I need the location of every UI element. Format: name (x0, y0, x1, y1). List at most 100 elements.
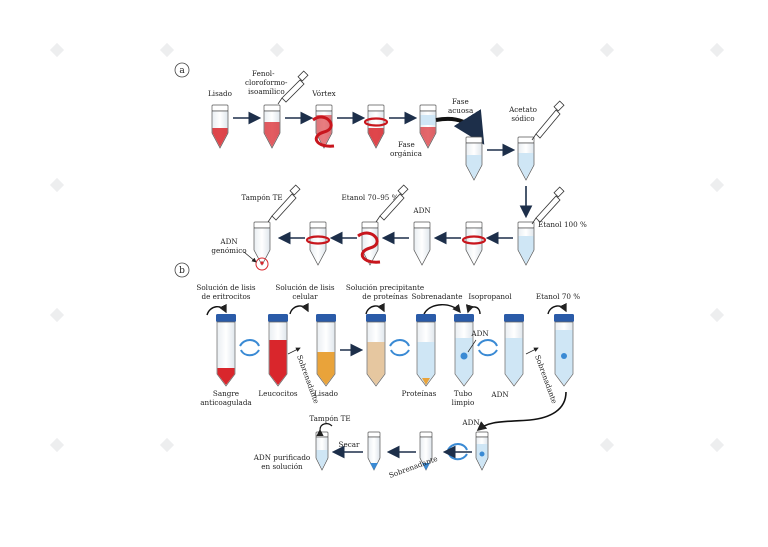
label-lisado-b: Lisado (314, 389, 338, 398)
watermark-pattern (49, 42, 725, 453)
label-fenol-1: Fenol- (252, 69, 275, 78)
vortex-swirl-icon (312, 115, 335, 148)
label-adn-purif-1: ADN purificado (253, 453, 311, 462)
pipette-icon (375, 184, 409, 223)
tube-sangre (216, 314, 236, 387)
panel-b-badge-circle (174, 262, 190, 278)
tube-acetato (517, 136, 535, 181)
tube-fenol (263, 104, 281, 149)
label-proteinas: Proteínas (402, 389, 437, 398)
pipette-icon (531, 186, 565, 225)
tube-lisado-b (316, 314, 336, 387)
panel-a-badge: a (179, 66, 185, 76)
tube-centrifuge (363, 104, 389, 149)
tube-precipitado (366, 314, 386, 387)
pipette-icon (531, 100, 565, 141)
panel-b: b Solución de lisis de eritrocitos Soluc… (174, 262, 580, 480)
tube-dry (367, 431, 381, 471)
label-fase-acuosa-1: Fase (452, 97, 469, 106)
arrow-pour-6 (547, 302, 567, 315)
label-sol-lisis-eritro-2: de eritrocitos (201, 292, 250, 301)
label-etanol-70-95: Etanol 70–95 % (342, 193, 399, 202)
arrow-pour-4 (423, 303, 461, 315)
label-sobrenadante-top: Sobrenadante (411, 292, 462, 301)
label-adn-genomico-1: ADN (219, 237, 237, 246)
tube-lisado (211, 104, 229, 149)
label-tampon-te-b: Tampón TE (309, 414, 350, 423)
pointer-adn-mid (467, 339, 477, 353)
label-etanol-100: Etanol 100 % (538, 220, 587, 229)
label-tubo-1: Tubo (454, 389, 472, 398)
label-lisado: Lisado (208, 89, 232, 98)
tube-leucocitos (268, 314, 288, 387)
label-fase-acuosa-2: acuosa (448, 106, 474, 115)
label-fase-organica-1: Fase (398, 140, 415, 149)
tube-etanol-70 (554, 314, 574, 387)
label-sol-lisis-eritro-1: Solución de lisis (196, 283, 255, 292)
label-sangre-1: Sangre (213, 389, 239, 398)
vortex-swirl-icon (357, 231, 381, 264)
label-sol-precip-2: de proteínas (362, 292, 408, 301)
label-sobrenadante-rot3: Sobrenadante (388, 454, 439, 480)
label-isopropanol: Isopropanol (468, 292, 512, 301)
tube-centrifuge-2 (461, 221, 487, 266)
tube-aqueous (465, 136, 483, 181)
dna-clump-icon (479, 451, 485, 457)
label-etanol-70: Etanol 70 % (536, 292, 580, 301)
label-tampon-te-a: Tampón TE (241, 193, 282, 202)
panel-a-badge-circle (174, 62, 190, 78)
arrow-pour-te (316, 423, 333, 437)
tube-etanol-100 (517, 221, 535, 266)
rotation-ring-icon (305, 235, 331, 245)
label-adn-lower: ADN (461, 418, 479, 427)
tube-pellet (419, 431, 433, 471)
tube-adn-b (504, 314, 524, 387)
dna-clump-icon (561, 353, 567, 359)
label-adn-mid: ADN (470, 329, 488, 338)
arrow-pour-2 (289, 302, 309, 315)
centrifuge-rotation-icon (389, 339, 410, 357)
arrow-discard-2 (525, 347, 539, 355)
arrow-pour-5 (465, 304, 481, 315)
tube-limpio (454, 314, 474, 387)
highlight-circle (255, 257, 269, 271)
label-fase-organica-2: orgánica (390, 149, 423, 158)
tube-centrifuge-3 (305, 221, 331, 266)
label-secar: Secar (339, 440, 360, 449)
tube-vortex (312, 104, 335, 149)
panel-b-badge: b (179, 266, 185, 276)
arrow-discard-1 (287, 347, 301, 355)
pointer-adn-genomico (243, 251, 257, 263)
label-acetato-2: sódico (511, 114, 534, 123)
label-adn-genomico-2: genómico (211, 246, 246, 255)
pipette-icon (277, 70, 309, 105)
label-sol-lisis-celular-1: Solución de lisis (275, 283, 334, 292)
label-sol-lisis-celular-2: celular (292, 292, 318, 301)
arrow-curved-down (476, 391, 567, 432)
label-tubo-2: limpio (452, 398, 475, 407)
label-sol-precip-1: Solución precipitante (346, 283, 424, 292)
tube-adn-lower (475, 431, 489, 471)
dna-clump-icon (460, 352, 468, 360)
arrow-pour-1 (206, 303, 227, 316)
tube-adn-genomico (253, 221, 271, 271)
label-leucocitos: Leucocitos (258, 389, 298, 398)
arrow-curved-transfer (435, 109, 485, 145)
arrow-pour-3 (365, 302, 385, 315)
centrifuge-rotation-icon (239, 339, 260, 357)
pipette-icon (267, 184, 301, 223)
tube-proteinas (416, 314, 436, 387)
rotation-ring-icon (461, 235, 487, 245)
label-acetato-1: Acetato (508, 105, 537, 114)
label-adn-a: ADN (412, 206, 430, 215)
label-sangre-2: anticoagulada (200, 398, 252, 407)
panel-a: a Lisado Fenol- cloroformo- isoamílico (174, 62, 587, 271)
tube-phases (419, 104, 437, 149)
label-adn-purif-2: en solución (261, 462, 303, 471)
tube-etanol-70-95 (357, 221, 381, 266)
tube-adn (413, 221, 431, 266)
label-vortex: Vórtex (311, 89, 336, 98)
label-fenol-3: isoamílico (248, 87, 285, 96)
